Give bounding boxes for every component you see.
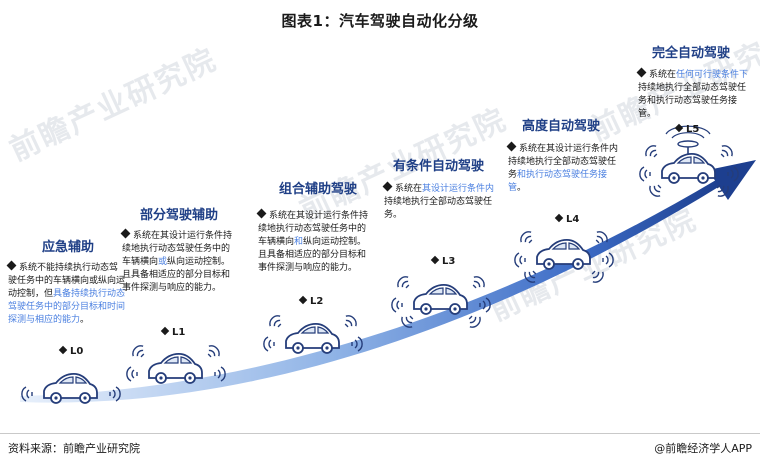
- desc-highlight: 任何可行驶条件下: [676, 70, 749, 80]
- sensor-wave-icon: [716, 184, 729, 197]
- sensor-wave-icon: [214, 366, 226, 382]
- level-desc-l1: 系统在其设计运行条件持续地执行动态驾驶任务中的车辆横向或纵向运动控制。且具备相适…: [120, 228, 234, 295]
- desc-highlight: 和: [294, 237, 304, 247]
- car-icon-l1: [126, 345, 226, 384]
- sensor-wave-icon: [109, 386, 121, 402]
- sensor-wave-icon: [649, 184, 662, 197]
- progress-arrow-head: [708, 160, 756, 200]
- level-title-l1: 部分驾驶辅助: [140, 208, 219, 223]
- desc-highlight: 具备持续执行动态驾驶任务中的部分目标和时间探测与相应的能力: [8, 289, 126, 325]
- sensor-wave-icon: [524, 270, 537, 283]
- desc-text: 系统在其设计运行条件内持续地执行全部动态驾驶任务: [508, 144, 619, 180]
- car-icon-l0: [21, 373, 121, 404]
- car-icon-l5: [639, 125, 739, 197]
- sensor-wave-icon: [269, 315, 282, 328]
- level-desc-l5: 系统在任何可行驶条件下持续地执行全部动态驾驶任务和执行动态驾驶任务接管。: [636, 67, 754, 121]
- level-tag-l0: L0: [58, 345, 83, 357]
- level-tag-l4: L4: [554, 213, 579, 225]
- sensor-wave-icon: [727, 166, 739, 182]
- sensor-wave-icon: [21, 386, 33, 402]
- level-tag-l2: L2: [298, 295, 323, 307]
- desc-text: 系统在其设计运行条件持续地执行动态驾驶任务中的车辆横向: [122, 231, 233, 267]
- sensor-wave-icon: [595, 231, 608, 244]
- desc-highlight: 其设计运行条件内: [422, 184, 495, 194]
- sensor-wave-icon: [344, 315, 357, 328]
- desc-text: 系统不能持续执行动态驾驶任务中的车辆横向或纵向运动控制，但: [8, 263, 126, 299]
- sensor-wave-icon: [132, 345, 145, 358]
- sensor-wave-icon: [639, 166, 651, 182]
- lidar-icon: [665, 125, 711, 154]
- level-desc-l0: 系统不能持续执行动态驾驶任务中的车辆横向或纵向运动控制，但具备持续执行动态驾驶任…: [6, 260, 126, 327]
- sensor-wave-icon: [602, 252, 614, 268]
- bullet-diamond-icon: [636, 67, 647, 78]
- desc-text: 系统在: [395, 184, 423, 194]
- sensor-wave-icon: [263, 336, 275, 352]
- desc-text: 。: [80, 315, 90, 325]
- level-desc-l3: 系统在其设计运行条件内持续地执行全部动态驾驶任务。: [382, 181, 496, 222]
- car-icon-l2: [263, 315, 363, 354]
- sensor-wave-icon: [468, 315, 481, 328]
- bullet-diamond-icon: [256, 208, 267, 219]
- sensor-wave-icon: [520, 231, 533, 244]
- sensor-wave-icon: [351, 336, 363, 352]
- bullet-diamond-icon: [120, 228, 131, 239]
- sensor-wave-icon: [472, 276, 485, 289]
- level-tag-l3: L3: [430, 255, 455, 267]
- level-desc-l4: 系统在其设计运行条件内持续地执行全部动态驾驶任务和执行动态驾驶任务接管。: [506, 141, 620, 195]
- desc-text: 。: [517, 183, 527, 193]
- sensor-wave-icon: [479, 297, 491, 313]
- sensor-wave-icon: [591, 270, 604, 283]
- desc-highlight: 或: [158, 257, 168, 267]
- level-title-l2: 组合辅助驾驶: [279, 182, 358, 197]
- sensor-wave-icon: [514, 252, 526, 268]
- level-title-l0: 应急辅助: [42, 240, 95, 255]
- sensor-wave-icon: [207, 345, 220, 358]
- sensor-wave-icon: [720, 145, 733, 158]
- level-title-l3: 有条件自动驾驶: [393, 159, 485, 174]
- desc-text: 系统在其设计运行条件持续地执行动态驾驶任务中的车辆横向: [258, 211, 369, 247]
- desc-text: 系统在: [649, 70, 677, 80]
- level-tag-l5: L5: [674, 123, 699, 135]
- desc-text: 纵向运动控制。且具备相适应的部分目标和事件探测与响应的能力。: [122, 257, 231, 293]
- footer-divider: [0, 433, 760, 434]
- level-desc-l2: 系统在其设计运行条件持续地执行动态驾驶任务中的车辆横向和纵向运动控制。且具备相适…: [256, 208, 370, 275]
- footer-source: 资料来源：前瞻产业研究院: [8, 442, 140, 455]
- car-icon-l4: [514, 231, 614, 283]
- desc-text: 持续地执行全部动态驾驶任务和执行动态驾驶任务接管。: [638, 83, 747, 119]
- sensor-wave-icon: [391, 297, 403, 313]
- level-tag-l1: L1: [160, 326, 185, 338]
- bullet-diamond-icon: [382, 181, 393, 192]
- bullet-diamond-icon: [6, 260, 17, 271]
- level-title-l5: 完全自动驾驶: [652, 46, 731, 61]
- sensor-wave-icon: [397, 276, 410, 289]
- footer-brand: @前瞻经济学人APP: [654, 442, 752, 455]
- sensor-wave-icon: [126, 366, 138, 382]
- desc-text: 持续地执行全部动态驾驶任务。: [384, 197, 493, 220]
- sensor-wave-icon: [401, 315, 414, 328]
- bullet-diamond-icon: [506, 141, 517, 152]
- page-title: 图表1：汽车驾驶自动化分级: [281, 12, 479, 30]
- desc-text: 纵向运动控制。且具备相适应的部分目标和事件探测与响应的能力。: [258, 237, 367, 273]
- desc-highlight: 和执行动态驾驶任务接管: [508, 170, 608, 193]
- level-title-l4: 高度自动驾驶: [522, 119, 601, 134]
- sensor-wave-icon: [645, 145, 658, 158]
- car-icon-l3: [391, 276, 491, 328]
